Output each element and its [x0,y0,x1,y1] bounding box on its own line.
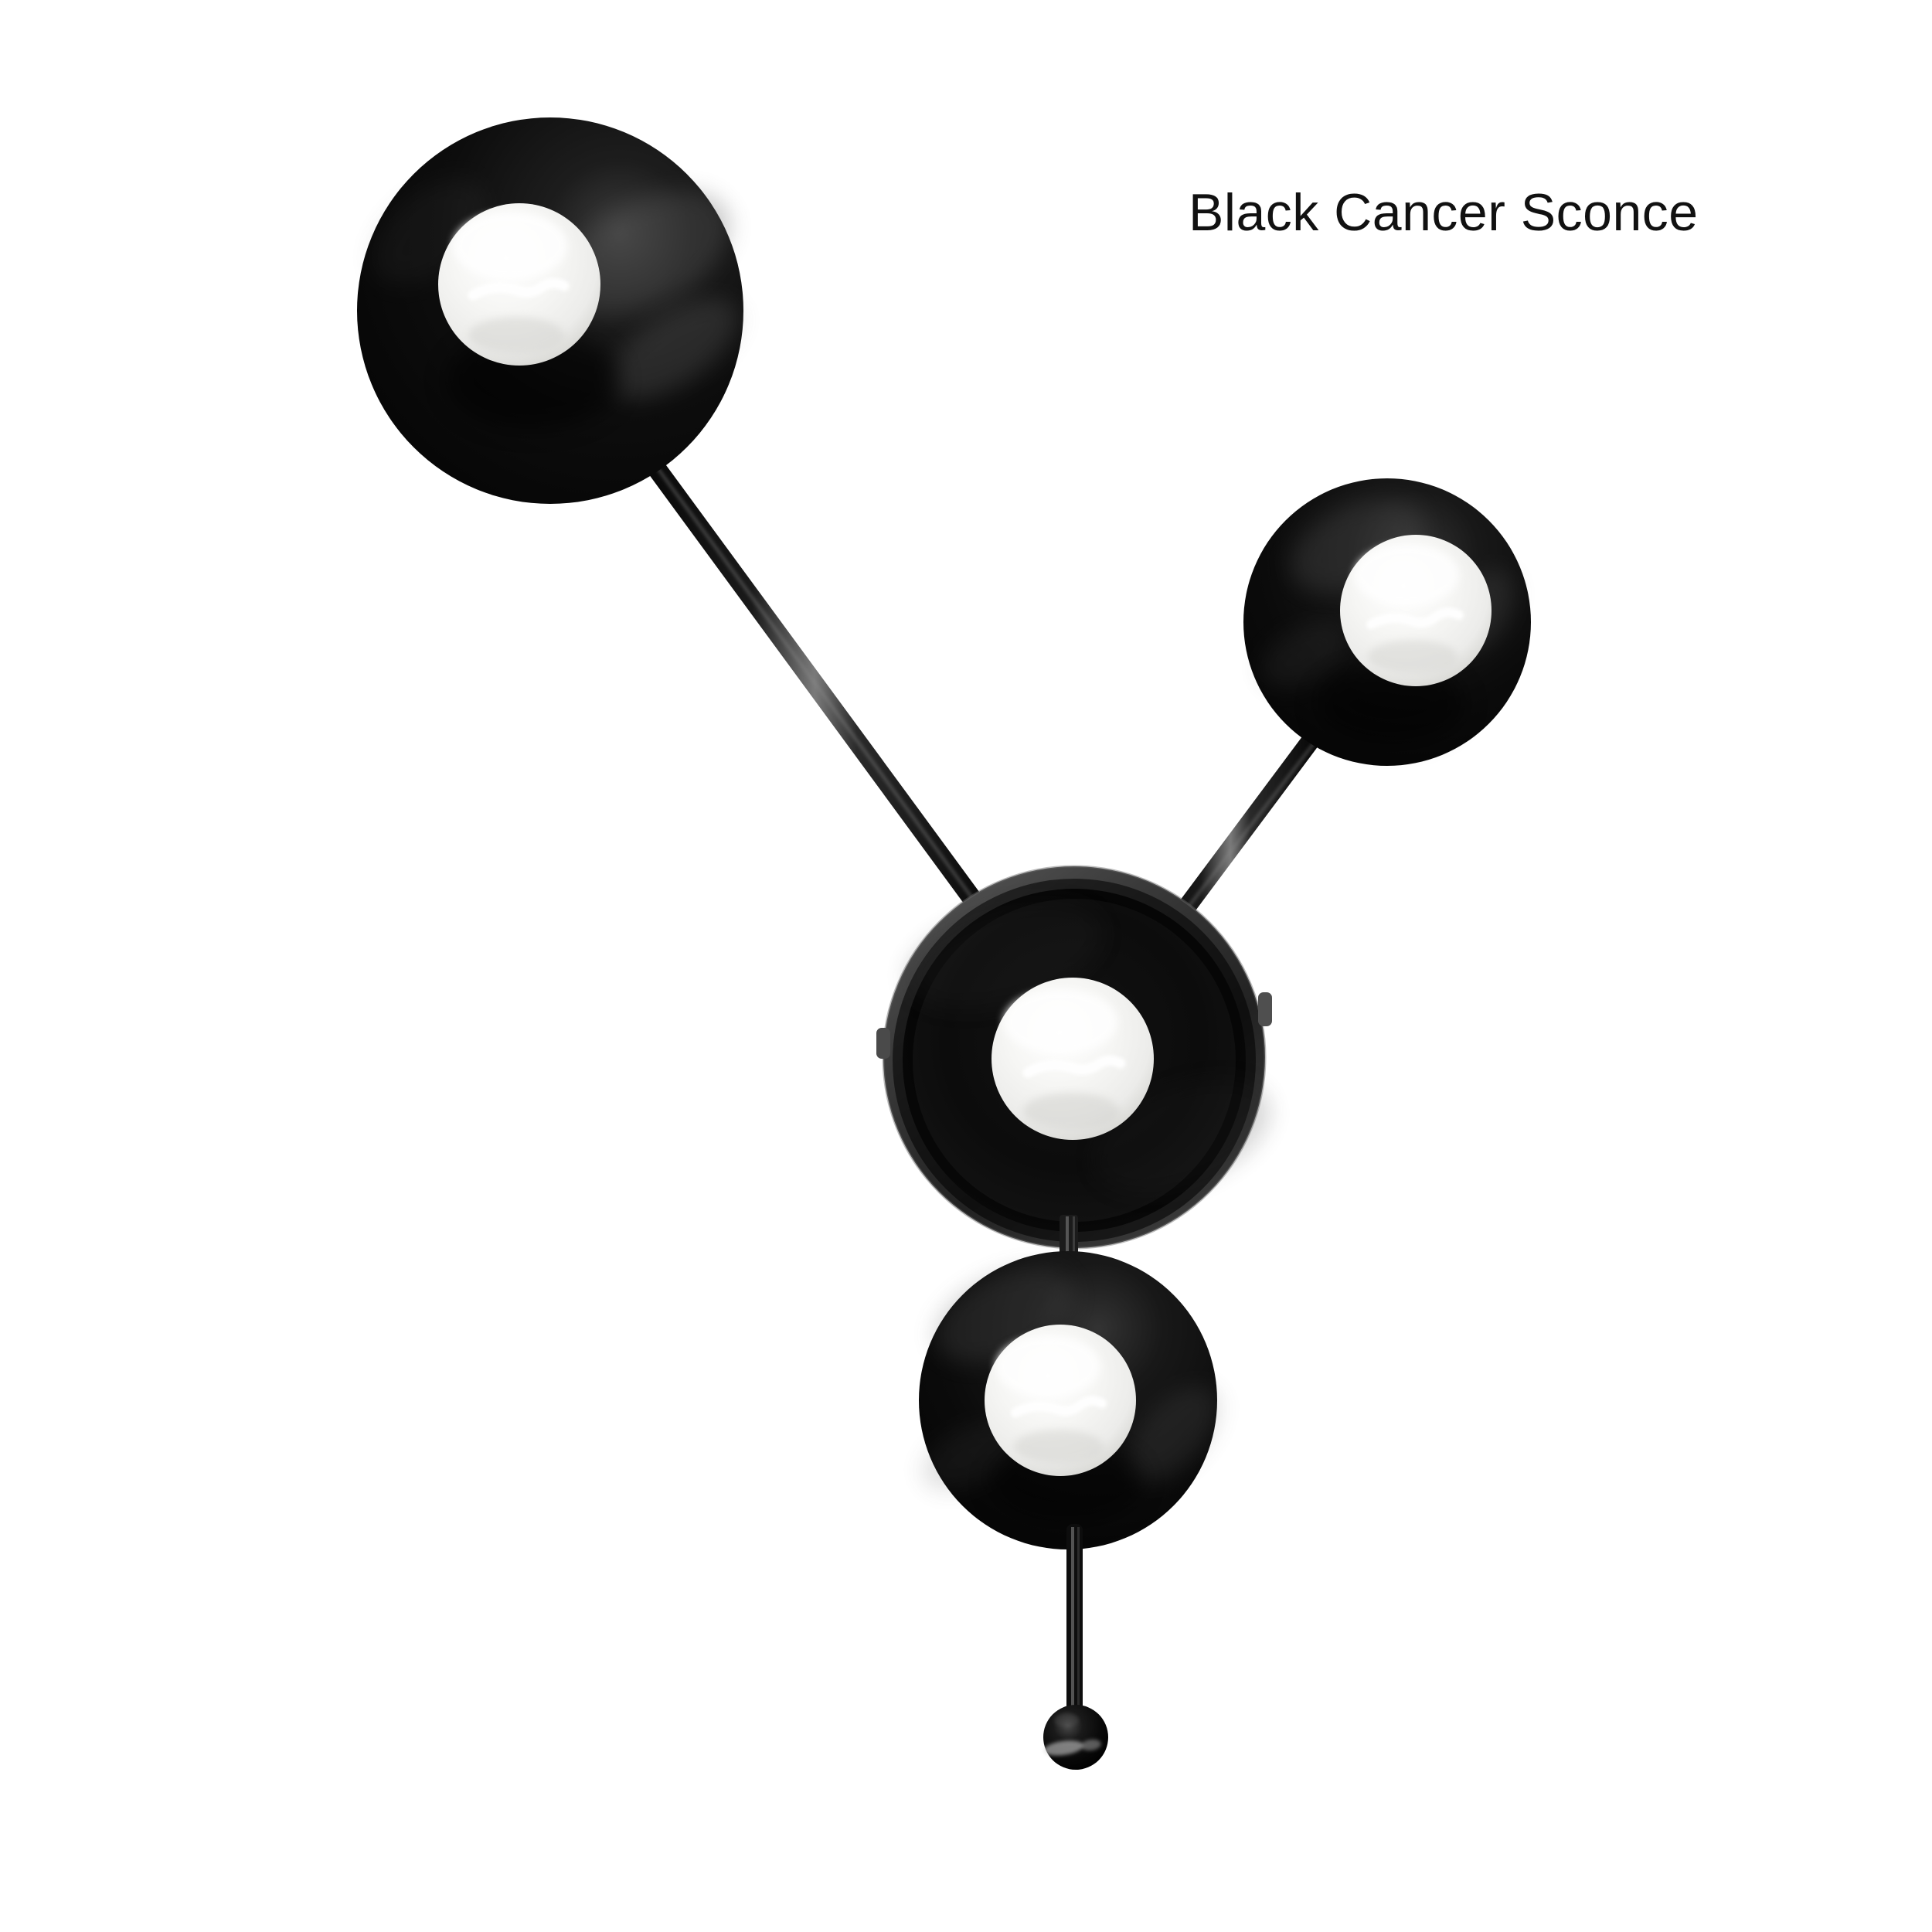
mount-lug-right [1258,992,1272,1026]
shade-upper-left [357,117,743,504]
mount-lug-left [876,1028,890,1059]
product-title: Black Cancer Sconce [1189,183,1699,242]
shade-upper-right [1243,478,1531,766]
finial-ball [1043,1705,1108,1770]
shade-center [876,865,1272,1250]
arm-upper-left [643,454,1015,953]
stem-bottom [1066,1524,1083,1726]
shade-bottom [919,1251,1219,1549]
